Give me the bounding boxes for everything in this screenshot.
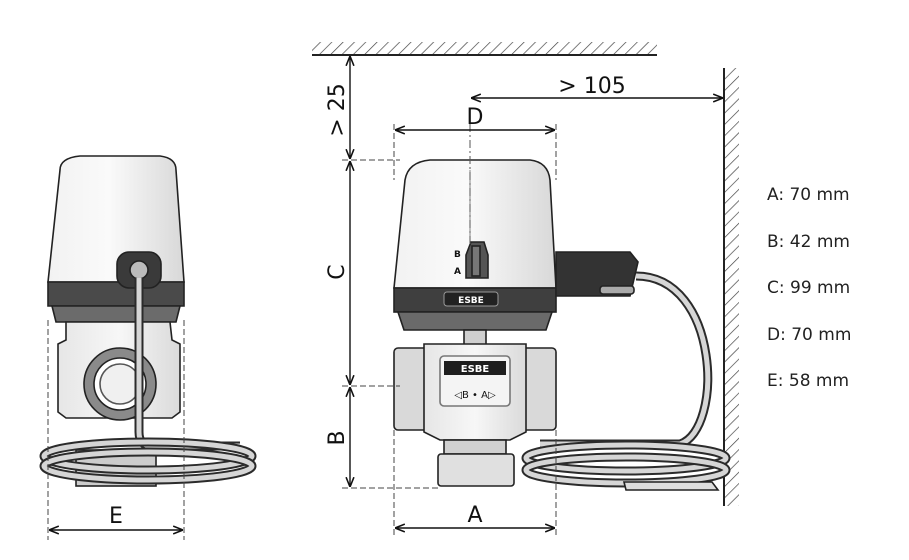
actuator-b-marking: B	[454, 250, 461, 260]
ceiling	[312, 42, 657, 56]
dimension-spec-list: A: 70 mm B: 42 mm C: 99 mm D: 70 mm E: 5…	[767, 182, 902, 415]
dimension-e-label: E	[109, 504, 123, 529]
dimension-c-label: C	[325, 264, 350, 279]
dimension-top-clearance-label: > 25	[325, 83, 350, 136]
dimension-a-label: A	[467, 503, 482, 528]
dimension-e: E	[47, 320, 185, 540]
front-view-valve: B A ESBE ESBE ◁B • A▷	[393, 159, 731, 491]
spec-c: C: 99 mm	[767, 278, 851, 298]
spec-e: E: 58 mm	[767, 371, 850, 391]
actuator-brand: ESBE	[458, 296, 484, 306]
spec-d: D: 70 mm	[767, 324, 852, 345]
dimension-b-label: B	[325, 430, 350, 445]
body-port-markings: ◁B • A▷	[454, 390, 496, 401]
dimension-d-label: D	[467, 105, 484, 130]
dimension-b: B	[325, 388, 440, 489]
dimension-c: C	[325, 159, 400, 387]
dimension-wall-clearance: > 105	[472, 74, 722, 99]
dimension-top-clearance: > 25	[325, 57, 350, 158]
wall	[723, 68, 739, 506]
actuator-a-marking: A	[454, 267, 461, 277]
spec-a: A: 70 mm	[767, 185, 850, 205]
spec-b: B: 42 mm	[767, 231, 850, 252]
side-view-valve	[39, 155, 257, 487]
dimension-d: D	[393, 105, 557, 180]
body-brand: ESBE	[461, 364, 490, 375]
dimension-wall-clearance-label: > 105	[558, 74, 625, 99]
dimension-a: A	[393, 430, 557, 536]
